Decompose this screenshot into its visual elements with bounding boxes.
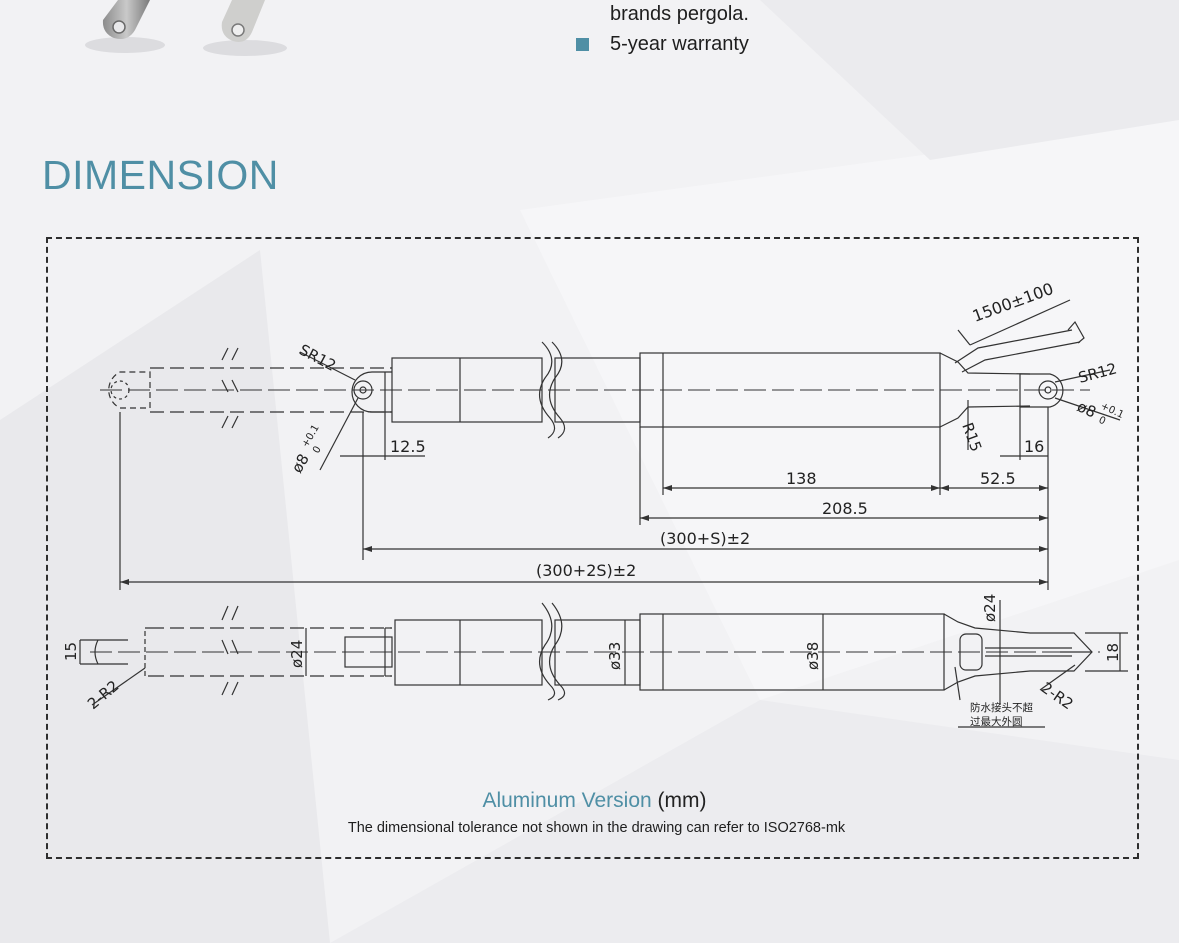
label-138: 138 <box>786 469 817 488</box>
caption-version: Aluminum Version (mm) <box>0 789 1179 813</box>
section-title: DIMENSION <box>42 152 279 198</box>
label-16: 16 <box>1024 437 1044 456</box>
note-waterproof-line1: 防水接头不超 <box>970 701 1033 714</box>
feature-text-continued: brands pergola. <box>610 3 749 25</box>
label-18: 18 <box>1104 643 1122 662</box>
label-sr12-left: SR12 <box>296 341 339 375</box>
actuator-product-photo <box>85 0 287 56</box>
caption-tolerance-note: The dimensional tolerance not shown in t… <box>347 820 846 836</box>
bullet-square <box>576 38 589 51</box>
label-pin-right: ø8 <box>1074 397 1099 421</box>
caption-version-label: Aluminum Version <box>482 789 652 812</box>
label-300-s: (300+S)±2 <box>660 529 750 548</box>
label-d38: ø38 <box>804 642 822 670</box>
label-r15: R15 <box>958 420 985 454</box>
label-d24-rod: ø24 <box>288 640 306 668</box>
feature-warranty: 5-year warranty <box>610 33 749 55</box>
label-sr12-right: SR12 <box>1076 359 1118 386</box>
label-pin-right-tol-minus: 0 <box>1097 415 1107 428</box>
label-12-5: 12.5 <box>390 437 426 456</box>
label-15: 15 <box>62 642 80 661</box>
label-pin-left: ø8 <box>288 451 313 476</box>
label-cable-length: 1500±100 <box>970 279 1056 326</box>
drawing-frame <box>46 237 1139 859</box>
caption-unit: (mm) <box>657 789 707 812</box>
label-208-5: 208.5 <box>822 499 868 518</box>
label-300-2s: (300+2S)±2 <box>536 561 636 580</box>
label-2-r2-left: 2-R2 <box>84 677 122 713</box>
label-2-r2-right: 2-R2 <box>1038 679 1077 714</box>
label-d33: ø33 <box>606 642 624 670</box>
note-waterproof-line2: 过最大外圆 <box>970 715 1023 728</box>
label-pin-left-tol-plus: +0.1 <box>300 423 322 450</box>
label-52-5: 52.5 <box>980 469 1016 488</box>
label-d24-end: ø24 <box>981 594 999 622</box>
label-pin-left-tol-minus: 0 <box>311 444 324 455</box>
